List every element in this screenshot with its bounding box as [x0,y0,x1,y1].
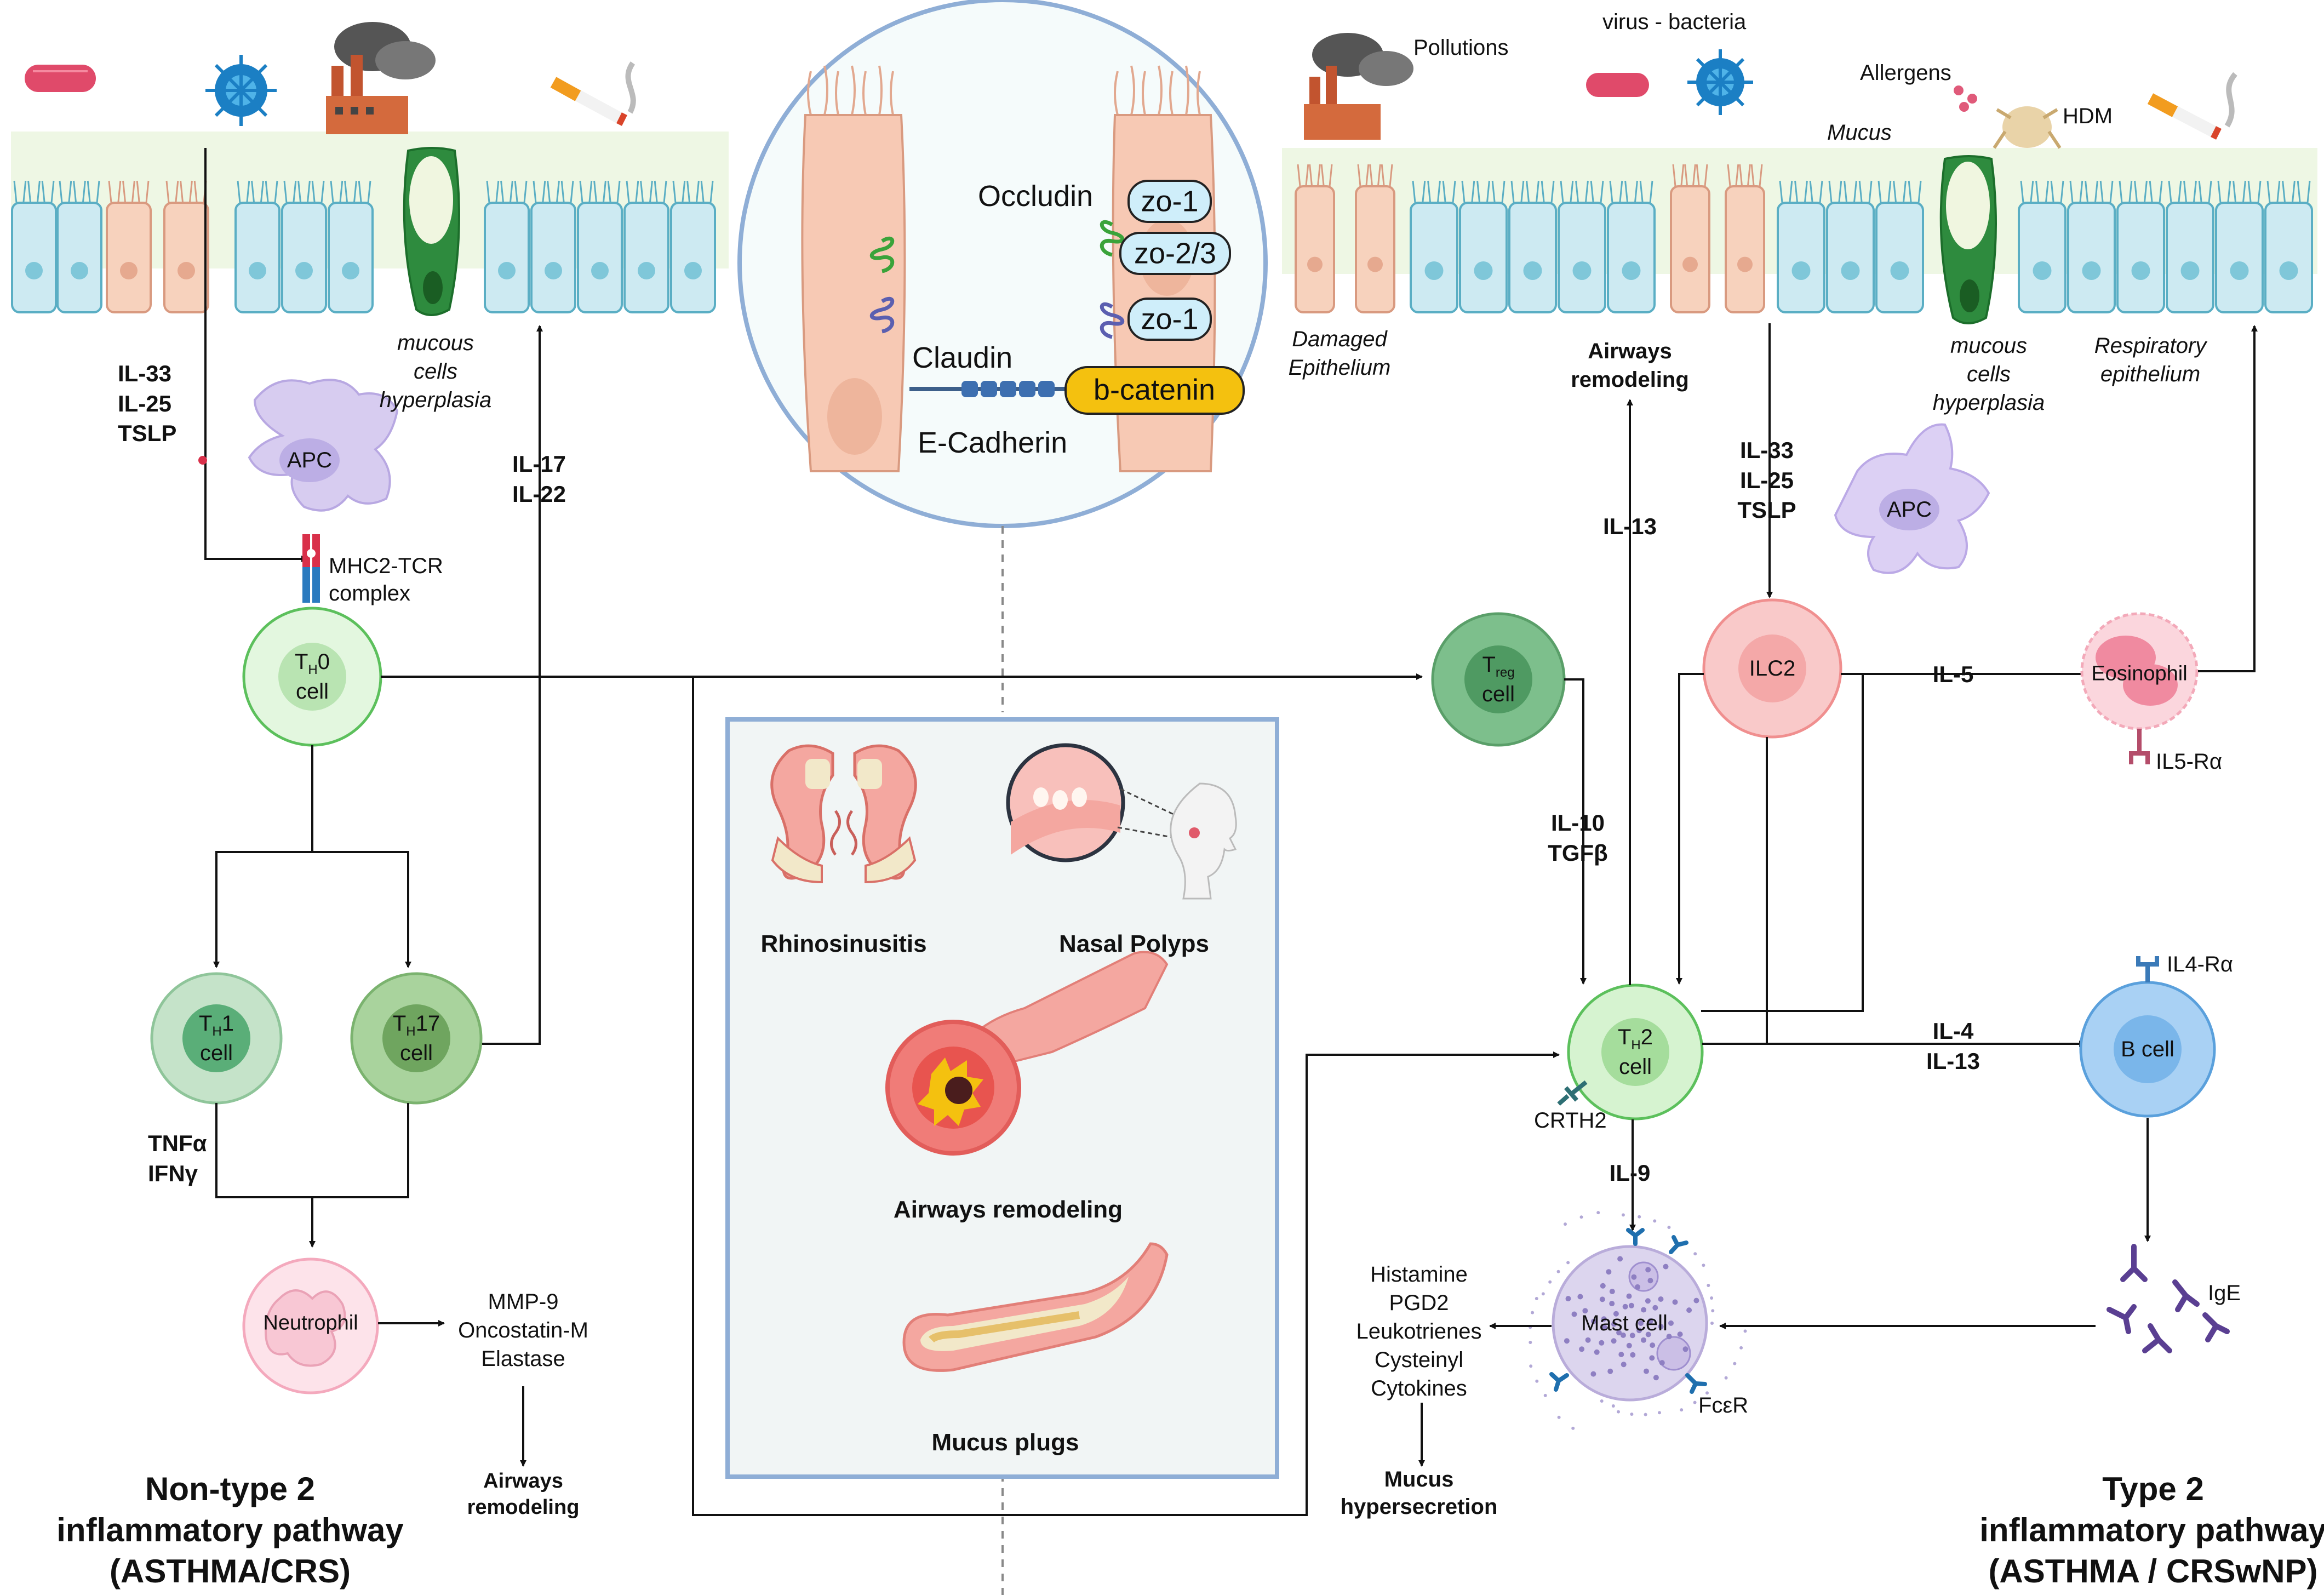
il5ra-label: IL5-Rα [2156,750,2222,774]
neutrophil-cell [242,1257,379,1394]
zo23-label: zo-2/3 [1134,237,1217,270]
nasal-polyps-icon [1006,743,1237,900]
dust-mite-icon [1993,106,2062,149]
airway-remodeling-icon [885,951,1169,1156]
bacteria-icon [25,65,96,92]
il4ra-label: IL4-Rα [2167,952,2233,976]
neutrophil-label: Neutrophil [263,1311,358,1335]
mucus-plugs-label: Mucus plugs [931,1429,1079,1456]
mast-cell-label: Mast cell [1581,1311,1668,1335]
pollutions-label: Pollutions [1413,36,1509,60]
virus-icon-right [1687,49,1753,115]
th2-label: TH2 cell [1617,1025,1653,1079]
apc-label-left: APC [287,448,333,472]
b-cell [2079,956,2216,1118]
sinus-icon [770,744,917,884]
mhc-tcr-complex [302,534,320,603]
allergen-dots-icon [1954,85,1977,112]
bcatenin-box [1064,366,1245,415]
zo1b-box [1127,298,1212,341]
th0-label: TH0 cell [294,650,330,704]
zo1b-label: zo-1 [1141,302,1199,336]
rhinosinusitis-label: Rhinosinusitis [760,930,927,957]
zo1-box [1127,180,1212,223]
factory-icon [326,22,436,134]
zo23-box [1119,232,1231,275]
apc-cell-right [1834,423,1990,574]
il5-label: IL-5 [1932,661,1974,687]
apc-label-right: APC [1886,498,1932,522]
zo1-label: zo-1 [1141,185,1199,218]
goblet-cell-left [403,147,460,316]
hdm-label: HDM [2063,104,2113,128]
virus-bacteria-label: virus - bacteria [1602,10,1747,34]
ige-label: IgE [2208,1281,2241,1305]
eosinophil-cell [2080,612,2199,764]
mucus-plug-icon [902,1242,1169,1372]
goblet-cell-right [1939,155,1997,324]
occludin-label: Occludin [978,180,1094,213]
apc-cell-left [248,379,399,512]
th1-label: TH1 cell [198,1011,234,1065]
bcatenin-label: b-catenin [1093,373,1216,407]
eosinophil-label: Eosinophil [2091,662,2188,685]
nasal-polyps-label: Nasal Polyps [1059,930,1209,957]
tight-junction-panel [737,0,1268,528]
crth2-label: CRTH2 [1534,1108,1607,1133]
il9-label: IL-9 [1609,1160,1651,1186]
claudin-label: Claudin [912,341,1013,374]
mast-cell [1529,1211,1747,1430]
factory-icon-right [1304,33,1413,140]
ige-antibody-icons [2107,1244,2230,1353]
virus-icon [205,55,277,126]
bcell-label: B cell [2121,1037,2174,1061]
airways-remodeling-center: Airways remodeling [893,1196,1123,1223]
right-epithelium [1282,148,2317,313]
cigarette-icon-right [2147,72,2237,140]
mucus-label: Mucus [1827,121,1892,145]
ilc2-label: ILC2 [1749,656,1796,681]
ecadherin-label: E-Cadherin [918,426,1068,459]
left-epithelium [11,132,729,313]
il13-label-top: IL-13 [1602,513,1657,539]
fcer-label: FcεR [1698,1393,1749,1417]
th17-label: TH17 cell [392,1011,440,1065]
allergens-label: Allergens [1860,61,1951,85]
cigarette-icon [550,61,636,126]
treg-label: Treg cell [1481,653,1515,706]
bacteria-icon-right [1586,73,1649,97]
